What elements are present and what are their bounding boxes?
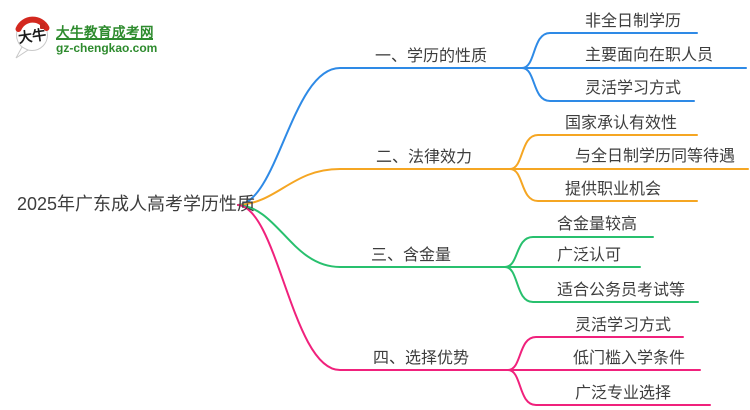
site-name: 大牛教育成考网: [56, 25, 154, 40]
branch-3-child-1: 含金量较高: [557, 216, 638, 233]
branch-3-label: 三、含金量: [371, 247, 452, 264]
branch-2-child-3: 提供职业机会: [565, 181, 662, 198]
branch-3-child-2: 广泛认可: [557, 247, 622, 264]
logo-bubble-icon: 大牛: [15, 16, 50, 59]
branch-2-child-1: 国家承认有效性: [565, 115, 678, 132]
branch-2-child-3-underline: [509, 168, 698, 202]
branch-1-child-2: 主要面向在职人员: [585, 47, 714, 64]
branch-4-label: 四、选择优势: [373, 350, 470, 367]
branch-4-child-1-underline: [507, 336, 684, 371]
branch-1-child-1-underline: [521, 32, 698, 69]
branch-4-connector: [237, 204, 509, 371]
branch-1-child-3-underline: [521, 67, 695, 102]
branch-3-child-1-underline: [504, 236, 654, 268]
root-node: 2025年广东成人高考学历性质: [17, 194, 256, 214]
branch-3-connector: [237, 204, 506, 268]
branch-4-child-1: 灵活学习方式: [575, 317, 672, 334]
logo-seal-icon: [40, 23, 45, 29]
branch-1-child-1: 非全日制学历: [585, 13, 682, 30]
branch-1-connector: [237, 67, 523, 206]
branch-2-connector: [237, 168, 511, 206]
branch-1-label: 一、学历的性质: [375, 48, 488, 65]
branch-3-child-3: 适合公务员考试等: [557, 282, 686, 299]
branch-2-label: 二、法律效力: [376, 149, 473, 166]
branch-3-child-3-underline: [504, 266, 699, 303]
branch-2-child-2: 与全日制学历同等待遇: [575, 148, 736, 165]
branch-4-child-3: 广泛专业选择: [575, 385, 672, 402]
logo-divider: [56, 38, 153, 40]
branch-4-child-2: 低门槛入学条件: [573, 350, 686, 367]
branch-2-child-1-underline: [509, 134, 698, 170]
logo-icon-text: 大牛: [17, 26, 47, 47]
site-url: gz-chengkao.com: [56, 41, 158, 55]
branch-4-child-3-underline: [507, 369, 711, 406]
branch-1-child-3: 灵活学习方式: [585, 80, 682, 97]
logo-bubble-tail: [15, 46, 29, 59]
